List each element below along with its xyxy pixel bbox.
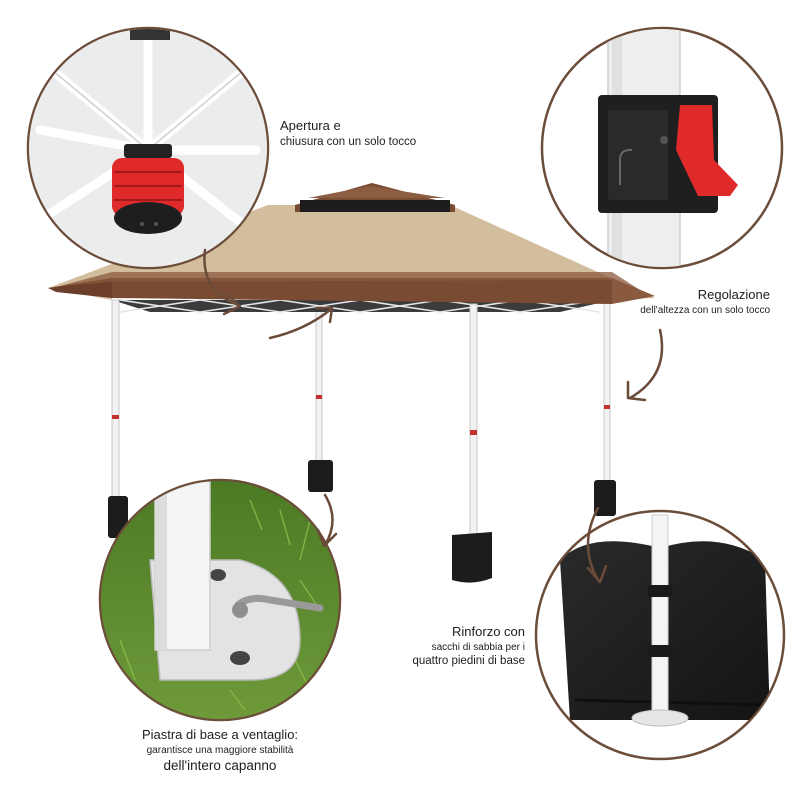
canopy-valance-right bbox=[612, 278, 655, 304]
arrow-height bbox=[628, 328, 664, 400]
canopy-trim bbox=[60, 272, 640, 290]
callout-sandbags: Rinforzo con sacchi di sabbia per i quat… bbox=[395, 624, 525, 669]
callout-base-plate: Piastra di base a ventaglio: garantisce … bbox=[120, 727, 320, 774]
callout-one-touch-open-line2: chiusura con un solo tocco bbox=[280, 135, 417, 148]
callout-height-adjust-line1: Regolazione bbox=[697, 287, 770, 302]
gazebo-leg-front-left bbox=[108, 299, 128, 538]
callout-sandbags-line3: quattro piedini di base bbox=[412, 654, 525, 667]
red-lock-lever bbox=[676, 105, 738, 196]
callout-height-adjust: Regolazione dell'altezza con un solo toc… bbox=[600, 287, 770, 317]
gazebo-leg-front-right bbox=[452, 303, 492, 583]
callout-base-plate-line3: dell'intero capanno bbox=[163, 757, 277, 773]
detail-circle-height-adjust bbox=[540, 26, 784, 270]
detail-circle-base-plate bbox=[98, 478, 342, 722]
detail-circle-open-close bbox=[26, 26, 270, 270]
canopy-valance-front bbox=[112, 278, 612, 304]
callout-one-touch-open-line1: Apertura e bbox=[280, 118, 341, 133]
canopy-vent-mesh bbox=[300, 200, 450, 212]
gazebo-leg-back-left bbox=[308, 304, 333, 492]
arrow-hub-1 bbox=[203, 248, 240, 307]
arrow-plate bbox=[323, 493, 334, 547]
arrow-sandbag bbox=[586, 506, 600, 582]
gazebo-leg-back-right bbox=[594, 301, 616, 516]
callout-height-adjust-line2: dell'altezza con un solo tocco bbox=[640, 304, 770, 316]
pointer-arrows bbox=[203, 248, 664, 584]
callout-sandbags-line1: Rinforzo con bbox=[452, 624, 525, 639]
detail-circle-sandbag bbox=[534, 509, 786, 761]
callout-one-touch-open: Apertura e chiusura con un solo tocco bbox=[280, 118, 450, 150]
callout-sandbags-line2: sacchi di sabbia per i bbox=[431, 641, 525, 653]
callout-base-plate-line2: garantisce una maggiore stabilità bbox=[146, 744, 294, 756]
arrow-hub-2 bbox=[268, 308, 332, 340]
callout-base-plate-line1: Piastra di base a ventaglio: bbox=[141, 727, 299, 742]
